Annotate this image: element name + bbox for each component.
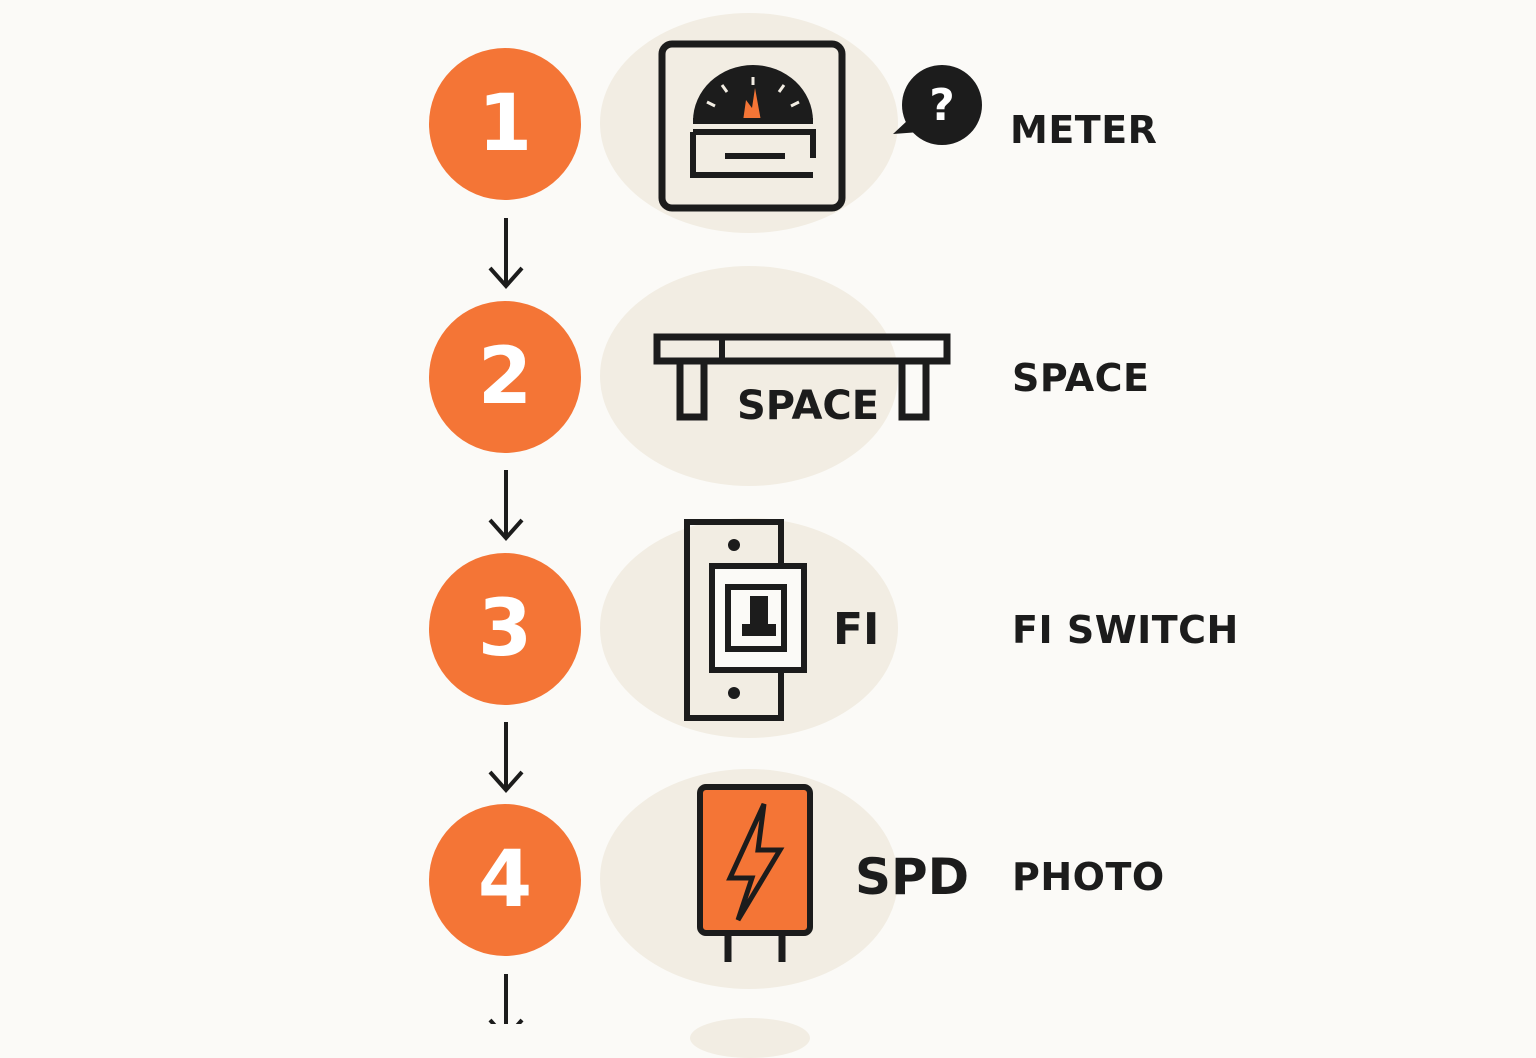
fi-icon-text: FI <box>833 604 880 655</box>
step-2-number: 2 <box>429 301 581 453</box>
step-1-label: METER <box>1010 108 1158 152</box>
arrow-down-icon <box>488 218 524 290</box>
arrow-down-icon <box>488 470 524 542</box>
meter-icon <box>658 40 846 212</box>
question-bubble-icon: ? <box>893 65 982 145</box>
step-2-icon-background <box>600 266 898 486</box>
arrow-down-icon <box>488 974 524 1024</box>
fi-switch-icon <box>684 519 807 721</box>
arrow-down-icon <box>488 722 524 794</box>
spd-icon-text: SPD <box>855 848 970 906</box>
step-3-number: 3 <box>429 553 581 705</box>
step-4-label: PHOTO <box>1012 855 1165 899</box>
step-2-label: SPACE <box>1012 356 1150 400</box>
question-mark: ? <box>929 80 955 131</box>
space-icon-text: SPACE <box>737 383 880 429</box>
space-bracket-icon <box>653 333 951 421</box>
step-1-number: 1 <box>429 48 581 200</box>
spd-icon <box>697 784 813 962</box>
step-4-number: 4 <box>429 804 581 956</box>
step-5-icon-background-partial <box>690 1018 810 1058</box>
step-3-label: FI SWITCH <box>1012 608 1239 652</box>
